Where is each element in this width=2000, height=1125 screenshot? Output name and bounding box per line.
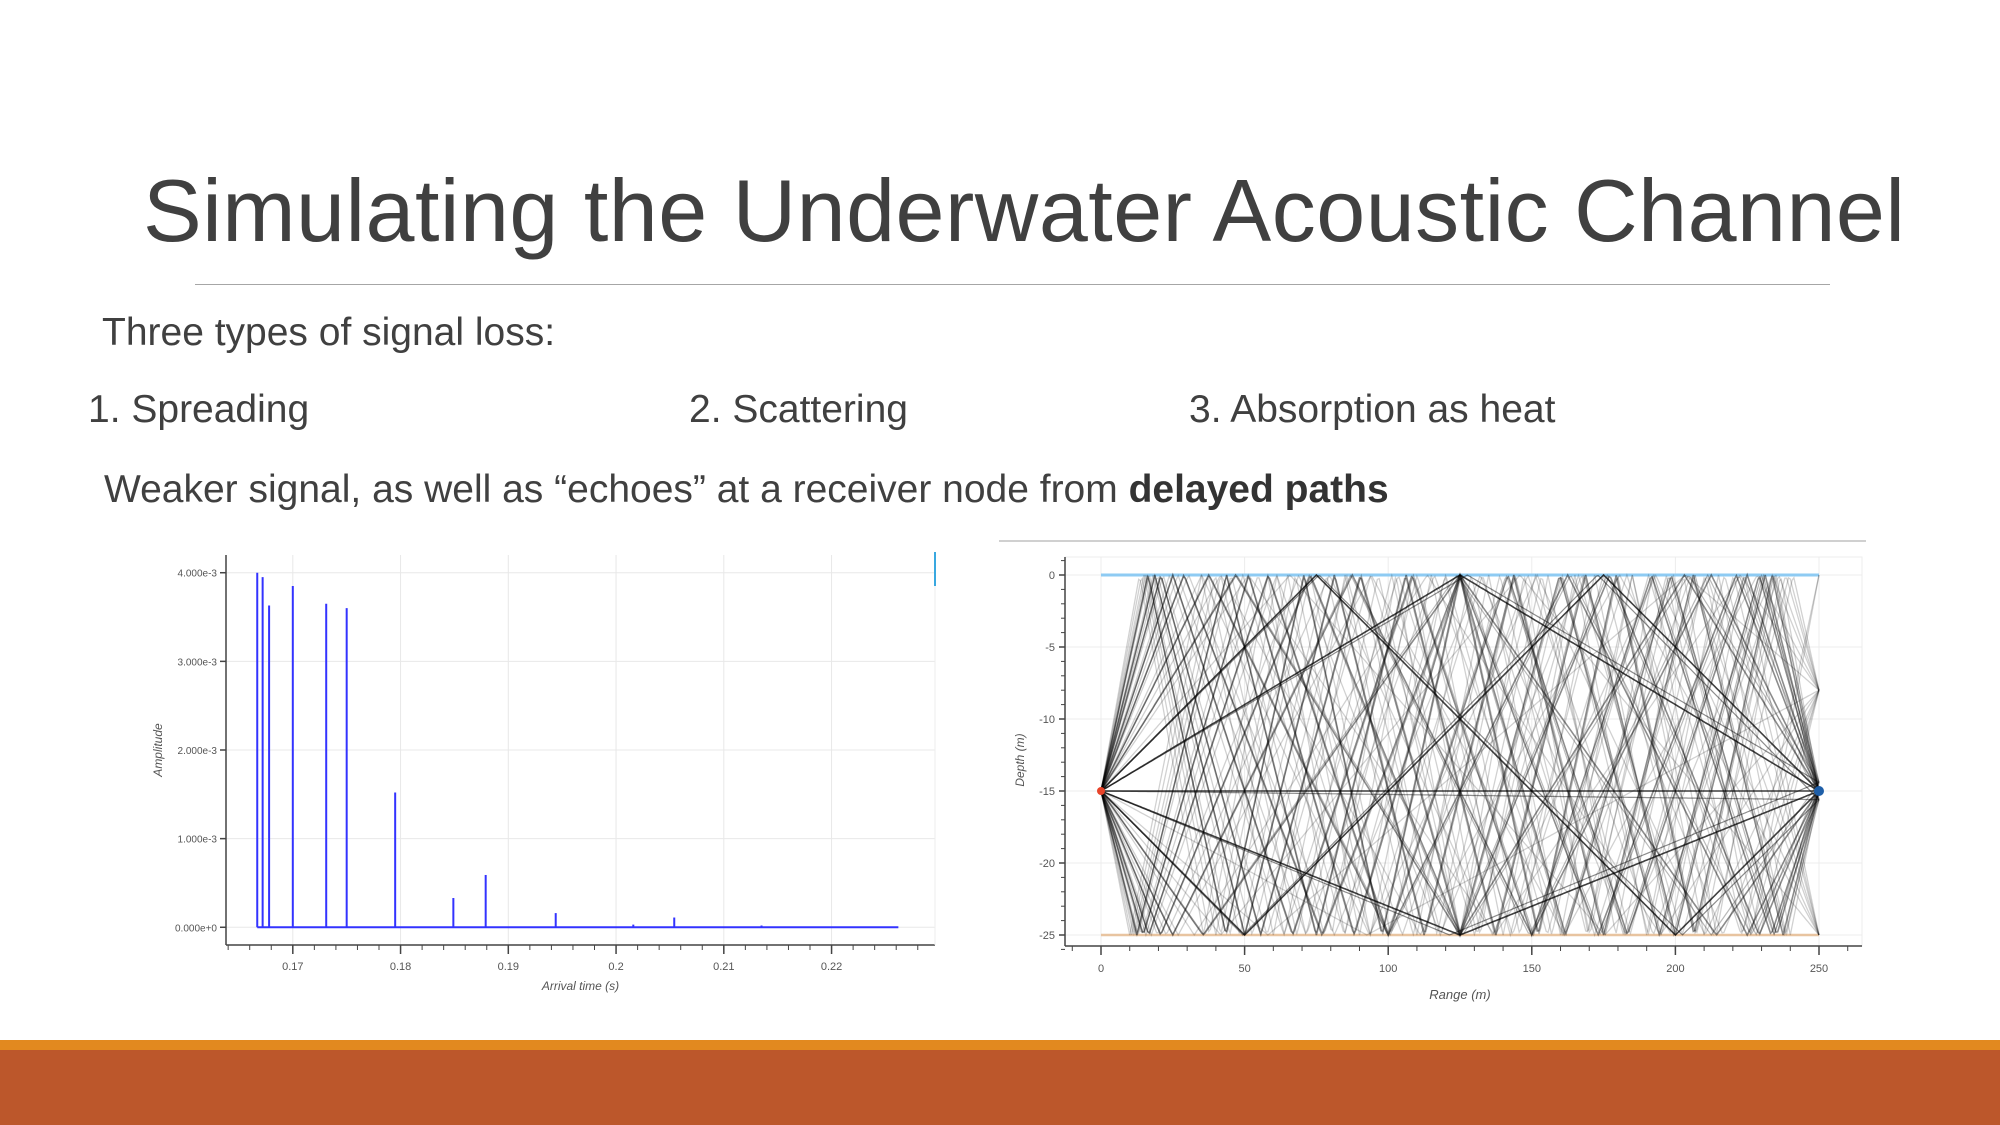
fan-ray (1100, 573, 1820, 934)
eigenray (1100, 573, 1820, 937)
eigenray (1100, 573, 1820, 936)
y-tick-label: 1.000e-3 (178, 835, 218, 846)
eigenray (1101, 790, 1819, 801)
fan-ray (1100, 577, 1820, 938)
loss-type-absorption: 3. Absorption as heat (1189, 388, 1556, 431)
x-tick-label: 0.21 (713, 961, 734, 973)
y-tick-label: -5 (1045, 642, 1055, 654)
eigenray (1100, 572, 1820, 937)
footer-bar (0, 1050, 2000, 1125)
fan-ray (1100, 574, 1820, 938)
statement-prefix: Weaker signal, as well as “echoes” at a … (104, 468, 1129, 511)
arrival-chart: 0.17 0.18 0.19 0.2 0.21 0.22 0.000e+0 1.000e-3 2… (151, 552, 936, 993)
y-tick-label: -25 (1039, 930, 1055, 942)
title-divider (195, 284, 1830, 285)
y-tick-label: -15 (1039, 786, 1055, 798)
eigenray (1100, 575, 1820, 935)
eigenray (1100, 573, 1820, 937)
eigenray (1100, 574, 1820, 936)
eigenray (1100, 573, 1820, 935)
fan-ray (1100, 574, 1820, 936)
eigenray (1100, 573, 1820, 936)
fan-ray (1100, 573, 1820, 937)
footer-accent-bar (0, 1040, 2000, 1050)
y-tick-label: -20 (1039, 858, 1055, 870)
y-axis-label: Amplitude (151, 723, 165, 778)
fan-ray (1100, 574, 1820, 936)
fan-ray (1100, 574, 1820, 936)
eigenray (1100, 575, 1820, 936)
eigenray (1100, 574, 1820, 933)
y-tick-label: 0 (1049, 570, 1055, 582)
x-tick-label: 0.22 (821, 961, 842, 973)
ray-trace-chart: 0 50 100 150 200 250 0 -5 -10 -15 -20 -25 Depth (m) R… (1013, 556, 1863, 1002)
loss-type-spreading: 1. Spreading (88, 388, 310, 431)
fan-ray (1100, 575, 1820, 937)
eigenray (1100, 575, 1820, 938)
x-tick-label: 50 (1238, 963, 1250, 975)
eigenray (1100, 575, 1820, 937)
x-tick-label: 0.18 (390, 961, 411, 973)
x-tick-label: 200 (1666, 963, 1684, 975)
x-tick-label: 250 (1810, 963, 1828, 975)
source-marker (1097, 787, 1105, 795)
receiver-marker (1814, 786, 1824, 796)
y-axis-label: Depth (m) (1013, 733, 1027, 786)
fan-ray (1100, 574, 1820, 937)
eigenray (1100, 573, 1820, 938)
eigenray (1100, 574, 1820, 936)
fan-ray (1100, 574, 1820, 936)
slide-title: Simulating the Underwater Acoustic Chann… (143, 161, 1906, 260)
eigenray (1100, 572, 1820, 937)
eigenray (1100, 573, 1820, 936)
eigenray (1100, 572, 1820, 938)
y-tick-label: 3.000e-3 (178, 657, 218, 668)
y-tick-label: 4.000e-3 (178, 569, 218, 580)
fan-ray (1100, 572, 1820, 937)
image-border (999, 540, 1866, 542)
x-tick-label: 0.2 (608, 961, 623, 973)
fan-ray (1100, 574, 1820, 936)
eigenray (1100, 573, 1820, 937)
fan-ray (1100, 573, 1820, 937)
statement-text: Weaker signal, as well as “echoes” at a … (104, 468, 1389, 512)
statement-bold: delayed paths (1128, 468, 1389, 511)
fan-ray (1100, 573, 1820, 935)
eigenray (1100, 573, 1820, 937)
eigenray (1100, 573, 1820, 936)
intro-text: Three types of signal loss: (102, 311, 556, 354)
eigenray (1100, 575, 1820, 936)
eigenray (1100, 573, 1820, 937)
eigenray (1100, 574, 1820, 792)
y-tick-label: 2.000e-3 (178, 746, 218, 757)
y-tick-label: 0.000e+0 (175, 923, 217, 934)
fan-ray (1100, 574, 1820, 937)
eigenray (1100, 573, 1820, 936)
eigenray (1100, 573, 1820, 937)
fan-ray (1100, 574, 1820, 935)
eigenray (1100, 573, 1820, 937)
x-axis-label: Arrival time (s) (541, 979, 619, 993)
y-tick-label: -10 (1039, 714, 1055, 726)
x-tick-label: 150 (1523, 963, 1541, 975)
x-axis-label: Range (m) (1429, 987, 1490, 1002)
fan-ray (1100, 689, 1820, 936)
eigenray (1100, 572, 1820, 938)
x-tick-label: 0 (1098, 963, 1104, 975)
fan-ray (1100, 575, 1820, 936)
x-tick-label: 0.17 (282, 961, 303, 973)
eigenray (1100, 790, 1820, 936)
eigenray (1100, 781, 1820, 936)
loss-type-scattering: 2. Scattering (689, 388, 908, 431)
x-tick-label: 0.19 (498, 961, 519, 973)
fan-ray (1100, 573, 1820, 937)
eigenray (1100, 575, 1820, 938)
eigenray (1100, 574, 1820, 936)
eigenray (1100, 573, 1820, 937)
fan-ray (1100, 573, 1820, 937)
x-tick-label: 100 (1379, 963, 1397, 975)
eigenray (1100, 574, 1820, 792)
